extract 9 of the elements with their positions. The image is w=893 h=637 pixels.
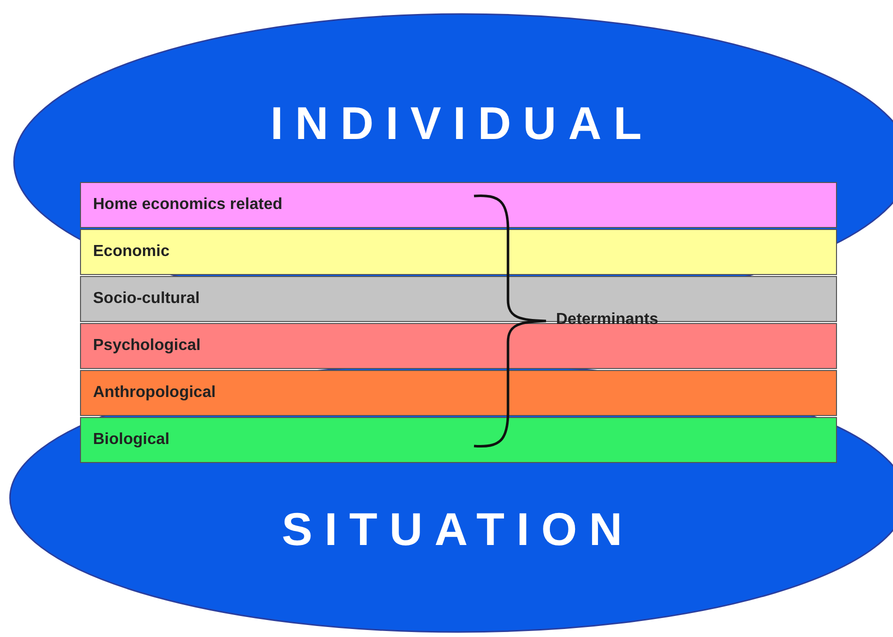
band-label: Biological [93, 431, 170, 449]
band-label: Socio-cultural [93, 290, 200, 308]
ellipse-title: INDIVIDUAL [269, 96, 655, 150]
determinant-band [80, 323, 837, 369]
band-label: Anthropological [93, 384, 216, 402]
band-label: Home economics related [93, 196, 282, 214]
band-label: Psychological [93, 337, 201, 355]
ellipse-title: SITUATION [280, 502, 636, 556]
band-label: Economic [93, 243, 170, 261]
